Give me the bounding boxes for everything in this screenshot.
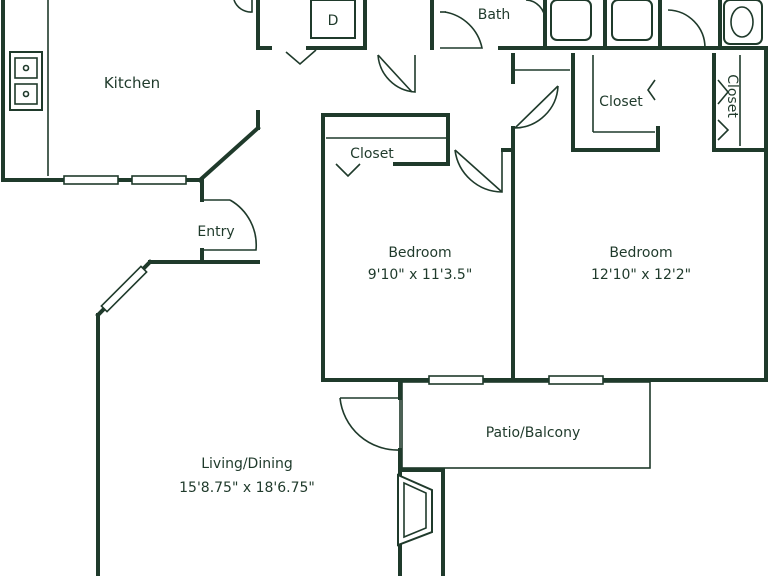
bedroom2-window xyxy=(548,375,604,385)
living-window xyxy=(100,265,148,313)
toilet xyxy=(723,0,763,45)
bedroom2-name: Bedroom xyxy=(609,245,672,261)
room-labels: Kitchen Bath Closet Closet Closet Entry … xyxy=(104,7,740,496)
patio-label: Patio/Balcony xyxy=(486,425,581,441)
kitchen-window-2 xyxy=(131,175,187,185)
closet-shelves xyxy=(326,55,741,146)
windows xyxy=(63,175,604,385)
bedroom2-dimensions: 12'10" x 12'2" xyxy=(591,267,691,283)
entry-label: Entry xyxy=(197,224,234,240)
vanity-1 xyxy=(550,0,592,41)
kitchen-window-1 xyxy=(63,175,119,185)
closet-bed1-label: Closet xyxy=(350,146,394,162)
closet-right-label: Closet xyxy=(724,74,740,118)
door-swings xyxy=(204,0,730,451)
bedroom1-window xyxy=(428,375,484,385)
bedroom1-name: Bedroom xyxy=(388,245,451,261)
kitchen-sink xyxy=(9,51,43,111)
living-name: Living/Dining xyxy=(201,456,293,472)
closet-bed2-label: Closet xyxy=(599,94,643,110)
bedroom1-dimensions: 9'10" x 11'3.5" xyxy=(368,267,473,283)
vanity-2 xyxy=(611,0,653,41)
patio-outline xyxy=(401,381,651,469)
fireplace xyxy=(397,473,433,547)
dryer xyxy=(310,0,356,39)
living-dimensions: 15'8.75" x 18'6.75" xyxy=(179,480,315,496)
dryer-label: D xyxy=(328,13,339,29)
fixtures: D xyxy=(9,0,763,547)
bath-label: Bath xyxy=(478,7,511,23)
kitchen-label: Kitchen xyxy=(104,74,160,92)
